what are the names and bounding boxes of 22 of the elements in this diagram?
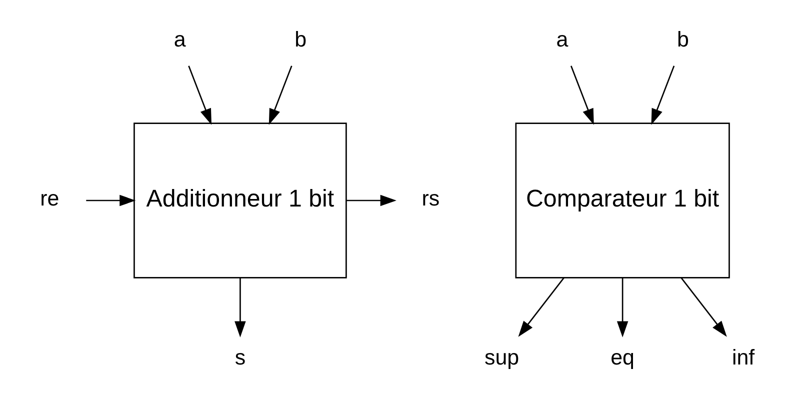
- arrow: [188, 65, 212, 124]
- arrow: [680, 276, 727, 336]
- arrow: [86, 194, 136, 206]
- node-text: re: [40, 186, 60, 210]
- node-text: eq: [610, 345, 635, 370]
- node-text: b: [676, 27, 689, 52]
- node-text: a: [174, 27, 186, 52]
- arrow: [234, 277, 246, 337]
- node-text: sup: [484, 345, 520, 370]
- arrow: [268, 65, 292, 124]
- node-text: s: [234, 345, 246, 370]
- arrow: [518, 276, 564, 336]
- node-text: b: [294, 27, 307, 52]
- arrow: [570, 65, 594, 124]
- node-box: Comparateur 1 bit: [515, 122, 730, 278]
- arrow: [651, 65, 675, 124]
- node-box: Additionneur 1 bit: [134, 122, 347, 278]
- node-text: inf: [732, 345, 755, 370]
- arrow: [616, 277, 628, 337]
- node-text: rs: [422, 186, 440, 210]
- arrow: [346, 194, 396, 206]
- node-text: a: [556, 27, 568, 52]
